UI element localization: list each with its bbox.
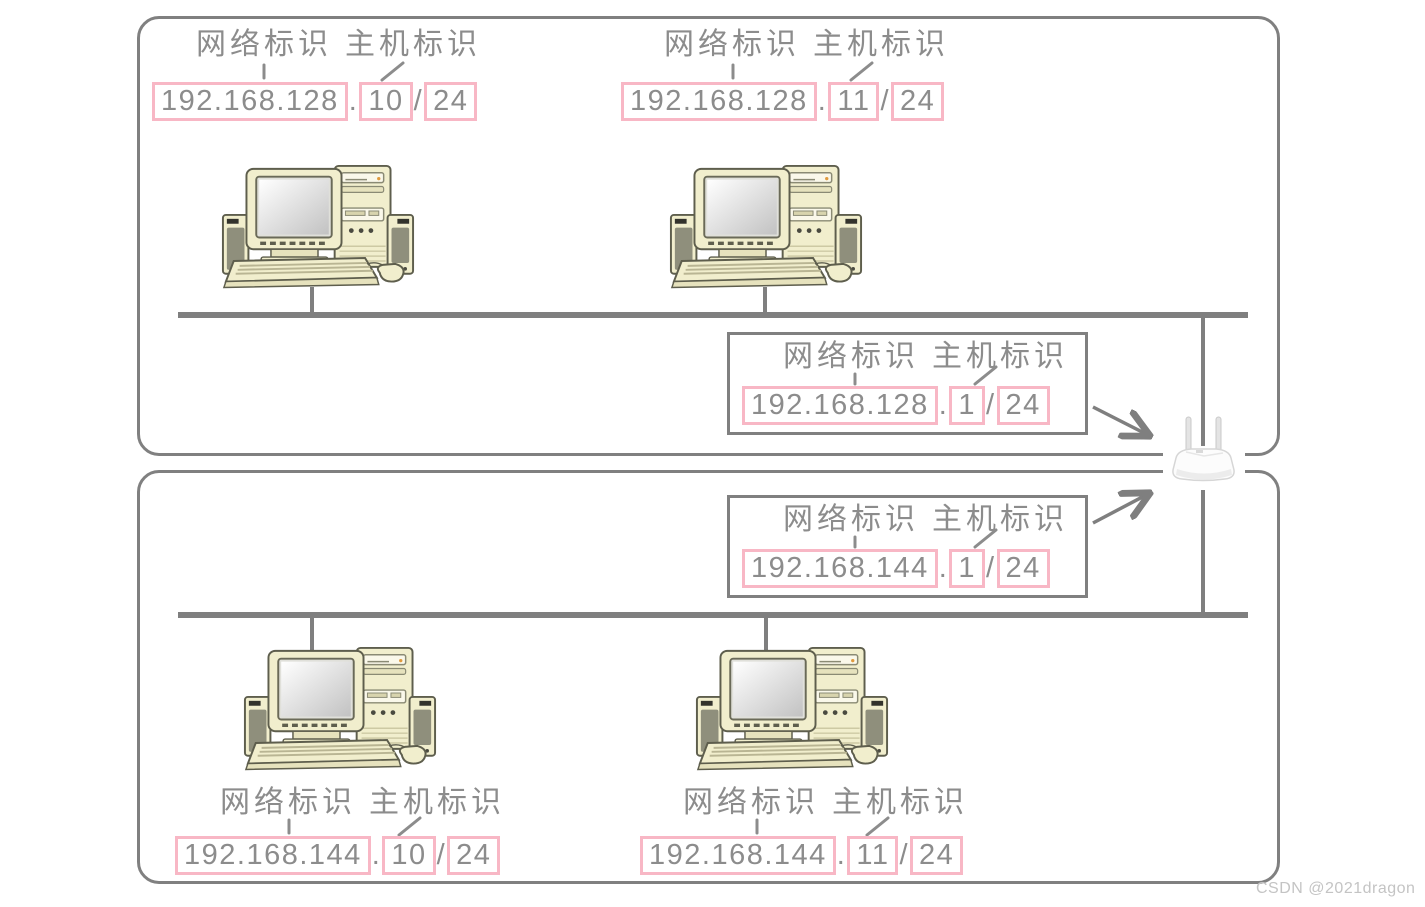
network-id-box: 192.168.128 — [742, 386, 938, 425]
host-id-box: 11 — [847, 836, 899, 875]
network-host-label: 网络标识主机标识 — [783, 340, 1068, 374]
host-id-label: 主机标识 — [832, 785, 968, 820]
host-id-label: 主机标识 — [932, 502, 1068, 537]
slash-separator: / — [985, 552, 996, 584]
host-id-box: 10 — [382, 836, 436, 875]
network-id-box: 192.168.128 — [621, 82, 817, 121]
prefix-box: 24 — [447, 836, 501, 875]
host-ip-label: 192.168.128 . 11 / 24 — [621, 82, 945, 121]
host-ip-label: 192.168.144 . 10 / 24 — [175, 836, 501, 875]
slash-separator: / — [880, 85, 891, 117]
network-host-label: 网络标识主机标识 — [683, 786, 968, 820]
slash-separator: / — [413, 85, 424, 117]
network-id-label: 网络标识 — [683, 785, 819, 820]
prefix-box: 24 — [910, 836, 964, 875]
router-interface-ip-label: 192.168.144 . 1 / 24 — [742, 549, 1050, 588]
host-ip-label: 192.168.144 . 11 / 24 — [640, 836, 964, 875]
network-id-label: 网络标识 — [783, 339, 919, 374]
dot-separator: . — [371, 839, 382, 871]
network-id-label: 网络标识 — [196, 27, 332, 62]
router-interface-ip-label: 192.168.128 . 1 / 24 — [742, 386, 1050, 425]
host-id-label: 主机标识 — [345, 27, 481, 62]
network-id-label: 网络标识 — [783, 502, 919, 537]
host-id-box: 11 — [828, 82, 880, 121]
slash-separator: / — [985, 389, 996, 421]
subnet-2-box — [137, 470, 1280, 884]
network-id-box: 192.168.144 — [742, 549, 938, 588]
dot-separator: . — [348, 85, 359, 117]
host-id-box: 10 — [359, 82, 413, 121]
slash-separator: / — [899, 839, 910, 871]
network-id-label: 网络标识 — [664, 27, 800, 62]
prefix-box: 24 — [891, 82, 945, 121]
host-id-box: 1 — [949, 549, 985, 588]
dot-separator: . — [938, 552, 949, 584]
host-id-box: 1 — [949, 386, 985, 425]
dot-separator: . — [817, 85, 828, 117]
network-id-label: 网络标识 — [220, 785, 356, 820]
watermark: CSDN @2021dragon — [1256, 880, 1416, 897]
slash-separator: / — [436, 839, 447, 871]
network-host-label: 网络标识主机标识 — [196, 28, 481, 62]
prefix-box: 24 — [996, 386, 1050, 425]
network-host-label: 网络标识主机标识 — [220, 786, 505, 820]
network-host-label: 网络标识主机标识 — [664, 28, 949, 62]
host-id-label: 主机标识 — [369, 785, 505, 820]
prefix-box: 24 — [996, 549, 1050, 588]
network-id-box: 192.168.144 — [175, 836, 371, 875]
host-ip-label: 192.168.128 . 10 / 24 — [152, 82, 478, 121]
network-host-label: 网络标识主机标识 — [783, 503, 1068, 537]
prefix-box: 24 — [424, 82, 478, 121]
dot-separator: . — [836, 839, 847, 871]
host-id-label: 主机标识 — [932, 339, 1068, 374]
network-id-box: 192.168.128 — [152, 82, 348, 121]
network-id-box: 192.168.144 — [640, 836, 836, 875]
host-id-label: 主机标识 — [813, 27, 949, 62]
dot-separator: . — [938, 389, 949, 421]
